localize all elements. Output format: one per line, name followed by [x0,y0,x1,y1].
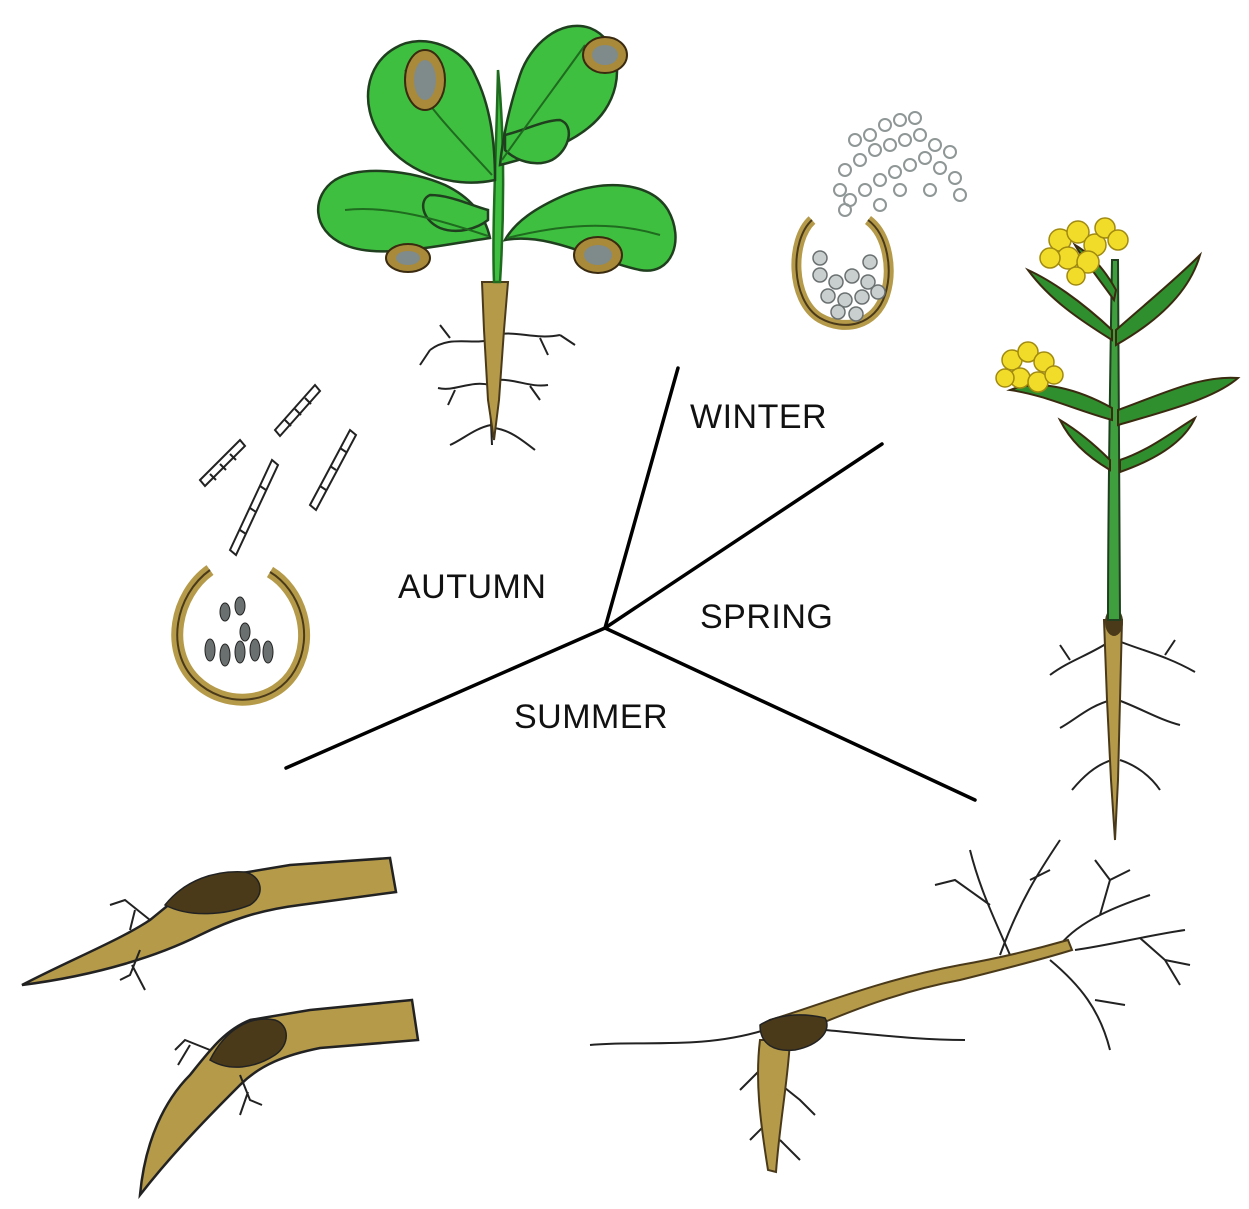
label-winter: WINTER [690,398,827,436]
ascospore-release-illustration [177,385,356,700]
label-autumn: AUTUMN [398,568,546,606]
label-summer: SUMMER [514,698,668,736]
spore-release-illustration [796,112,966,325]
flowering-plant-illustration [996,218,1238,840]
label-spring: SPRING [700,598,833,636]
leafy-plant-illustration [318,26,675,450]
divider-winter-autumn [605,368,678,628]
germinating-root-illustration [590,840,1190,1172]
infected-roots-illustration [22,858,418,1195]
